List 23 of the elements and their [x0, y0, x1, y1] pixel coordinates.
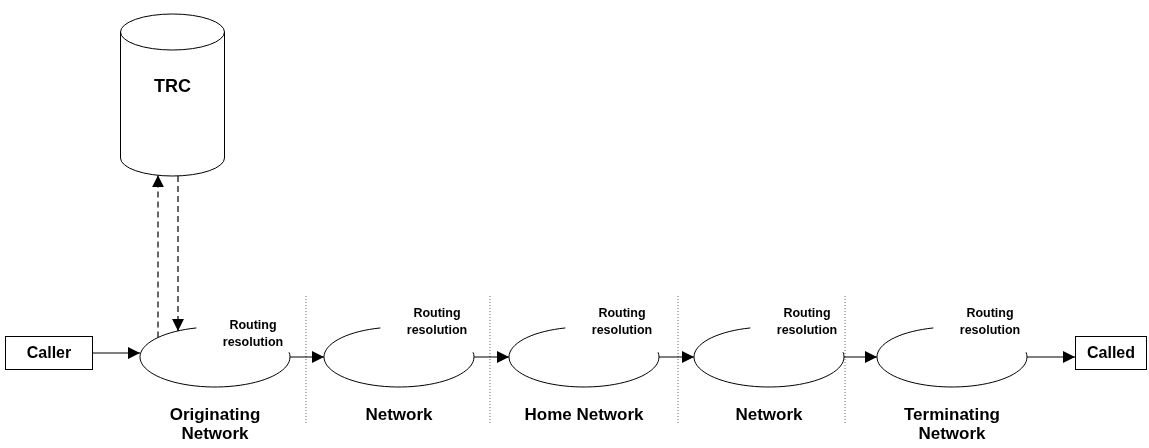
arrow — [172, 175, 184, 332]
endpoint-box — [5, 336, 93, 370]
arrow — [658, 351, 695, 363]
network-name: Terminating Network — [903, 405, 1001, 443]
arrow — [1026, 351, 1076, 363]
arrow — [289, 351, 325, 363]
network-name: Network — [364, 405, 434, 424]
arrow — [843, 351, 878, 363]
network-name: Originating Network — [168, 405, 262, 443]
node-label: Routing resolution — [221, 317, 285, 351]
network-name: Network — [734, 405, 804, 424]
node-label: Routing resolution — [590, 305, 654, 339]
arrow — [152, 174, 164, 339]
node-label: Routing resolution — [958, 305, 1022, 339]
node-label: Caller — [25, 344, 73, 362]
node-label: Called — [1086, 344, 1136, 362]
arrow — [92, 347, 141, 359]
node-label: Routing resolution — [405, 305, 469, 339]
arrow — [473, 351, 510, 363]
node-label: Routing resolution — [775, 305, 839, 339]
network-name: Home Network — [523, 405, 645, 424]
endpoint-box — [1075, 336, 1147, 370]
node-label: TRC — [153, 76, 192, 97]
